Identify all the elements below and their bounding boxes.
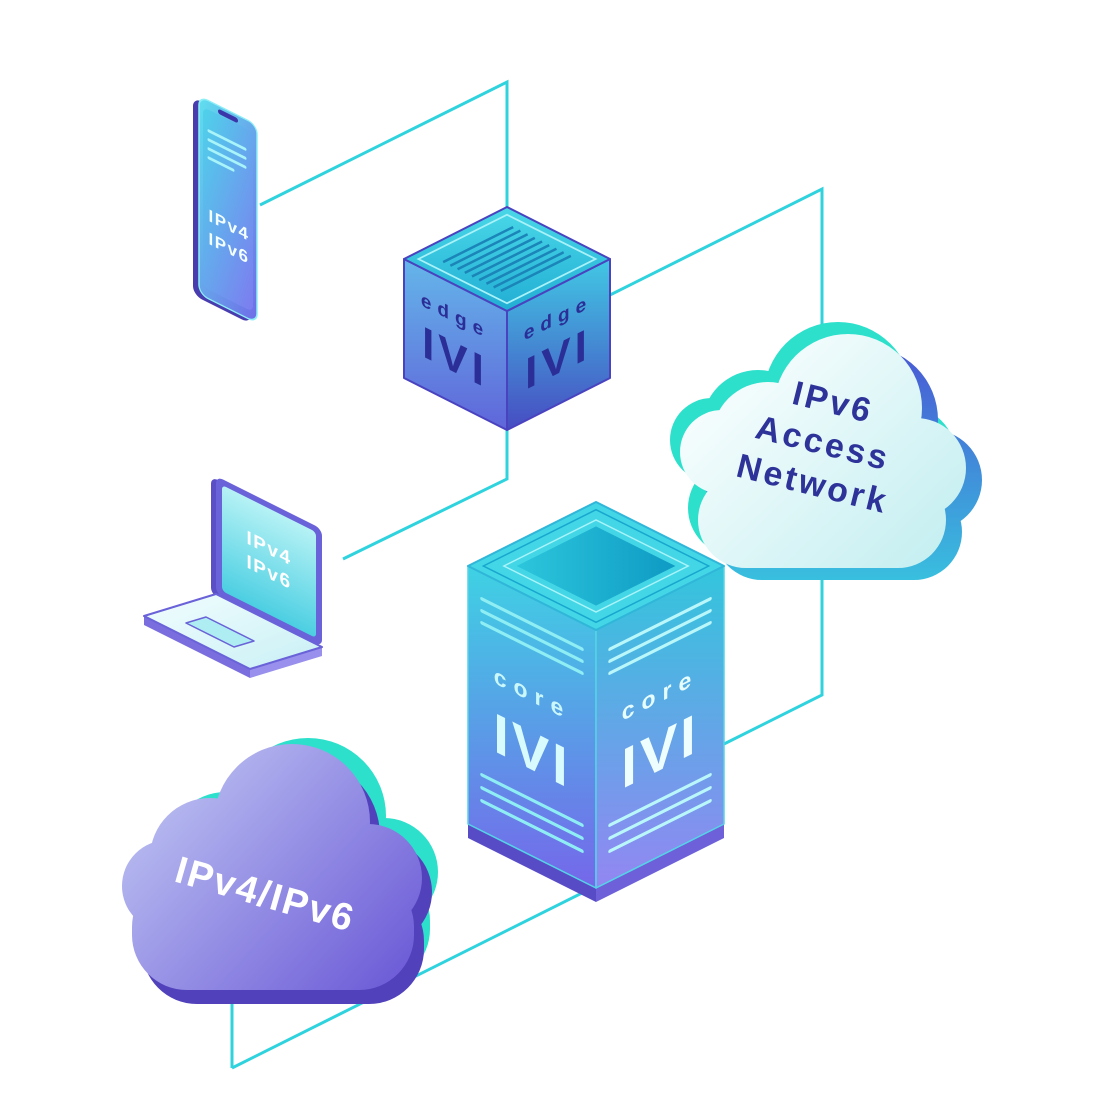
edge-router-cube: edge IVI edge IVI: [403, 206, 611, 431]
connector-phone-to-edge: [259, 79, 509, 231]
phone-screen: [203, 109, 253, 310]
laptop-screen: [222, 486, 316, 637]
smartphone-icon: IPv4 IPv6: [193, 98, 258, 321]
connector-edge-to-cloud: [597, 186, 824, 345]
connector-edge-to-laptop: [342, 429, 509, 561]
laptop-deck-edge-right: [250, 647, 322, 678]
core-bottom-right: [596, 824, 724, 902]
core-bottom-left: [468, 824, 596, 902]
edge-cube-top-vent: [418, 215, 595, 304]
laptop-deck-edge-left: [144, 616, 250, 678]
core-router-server: core IVI core IVI: [467, 501, 725, 902]
cloud-ipv6-label: IPv6 Access Network: [733, 374, 894, 521]
phone-notch: [218, 109, 238, 123]
phone-content-lines: [207, 129, 247, 172]
laptop-touchpad: [185, 616, 255, 648]
laptop-icon: IPv4 IPv6: [143, 478, 323, 678]
cloud-ipv4-ipv6: IPv4/IPv6: [122, 738, 438, 1004]
connector-cloud-to-core: [723, 560, 824, 746]
cloud-ipv6-access: IPv6 Access Network: [670, 322, 982, 580]
